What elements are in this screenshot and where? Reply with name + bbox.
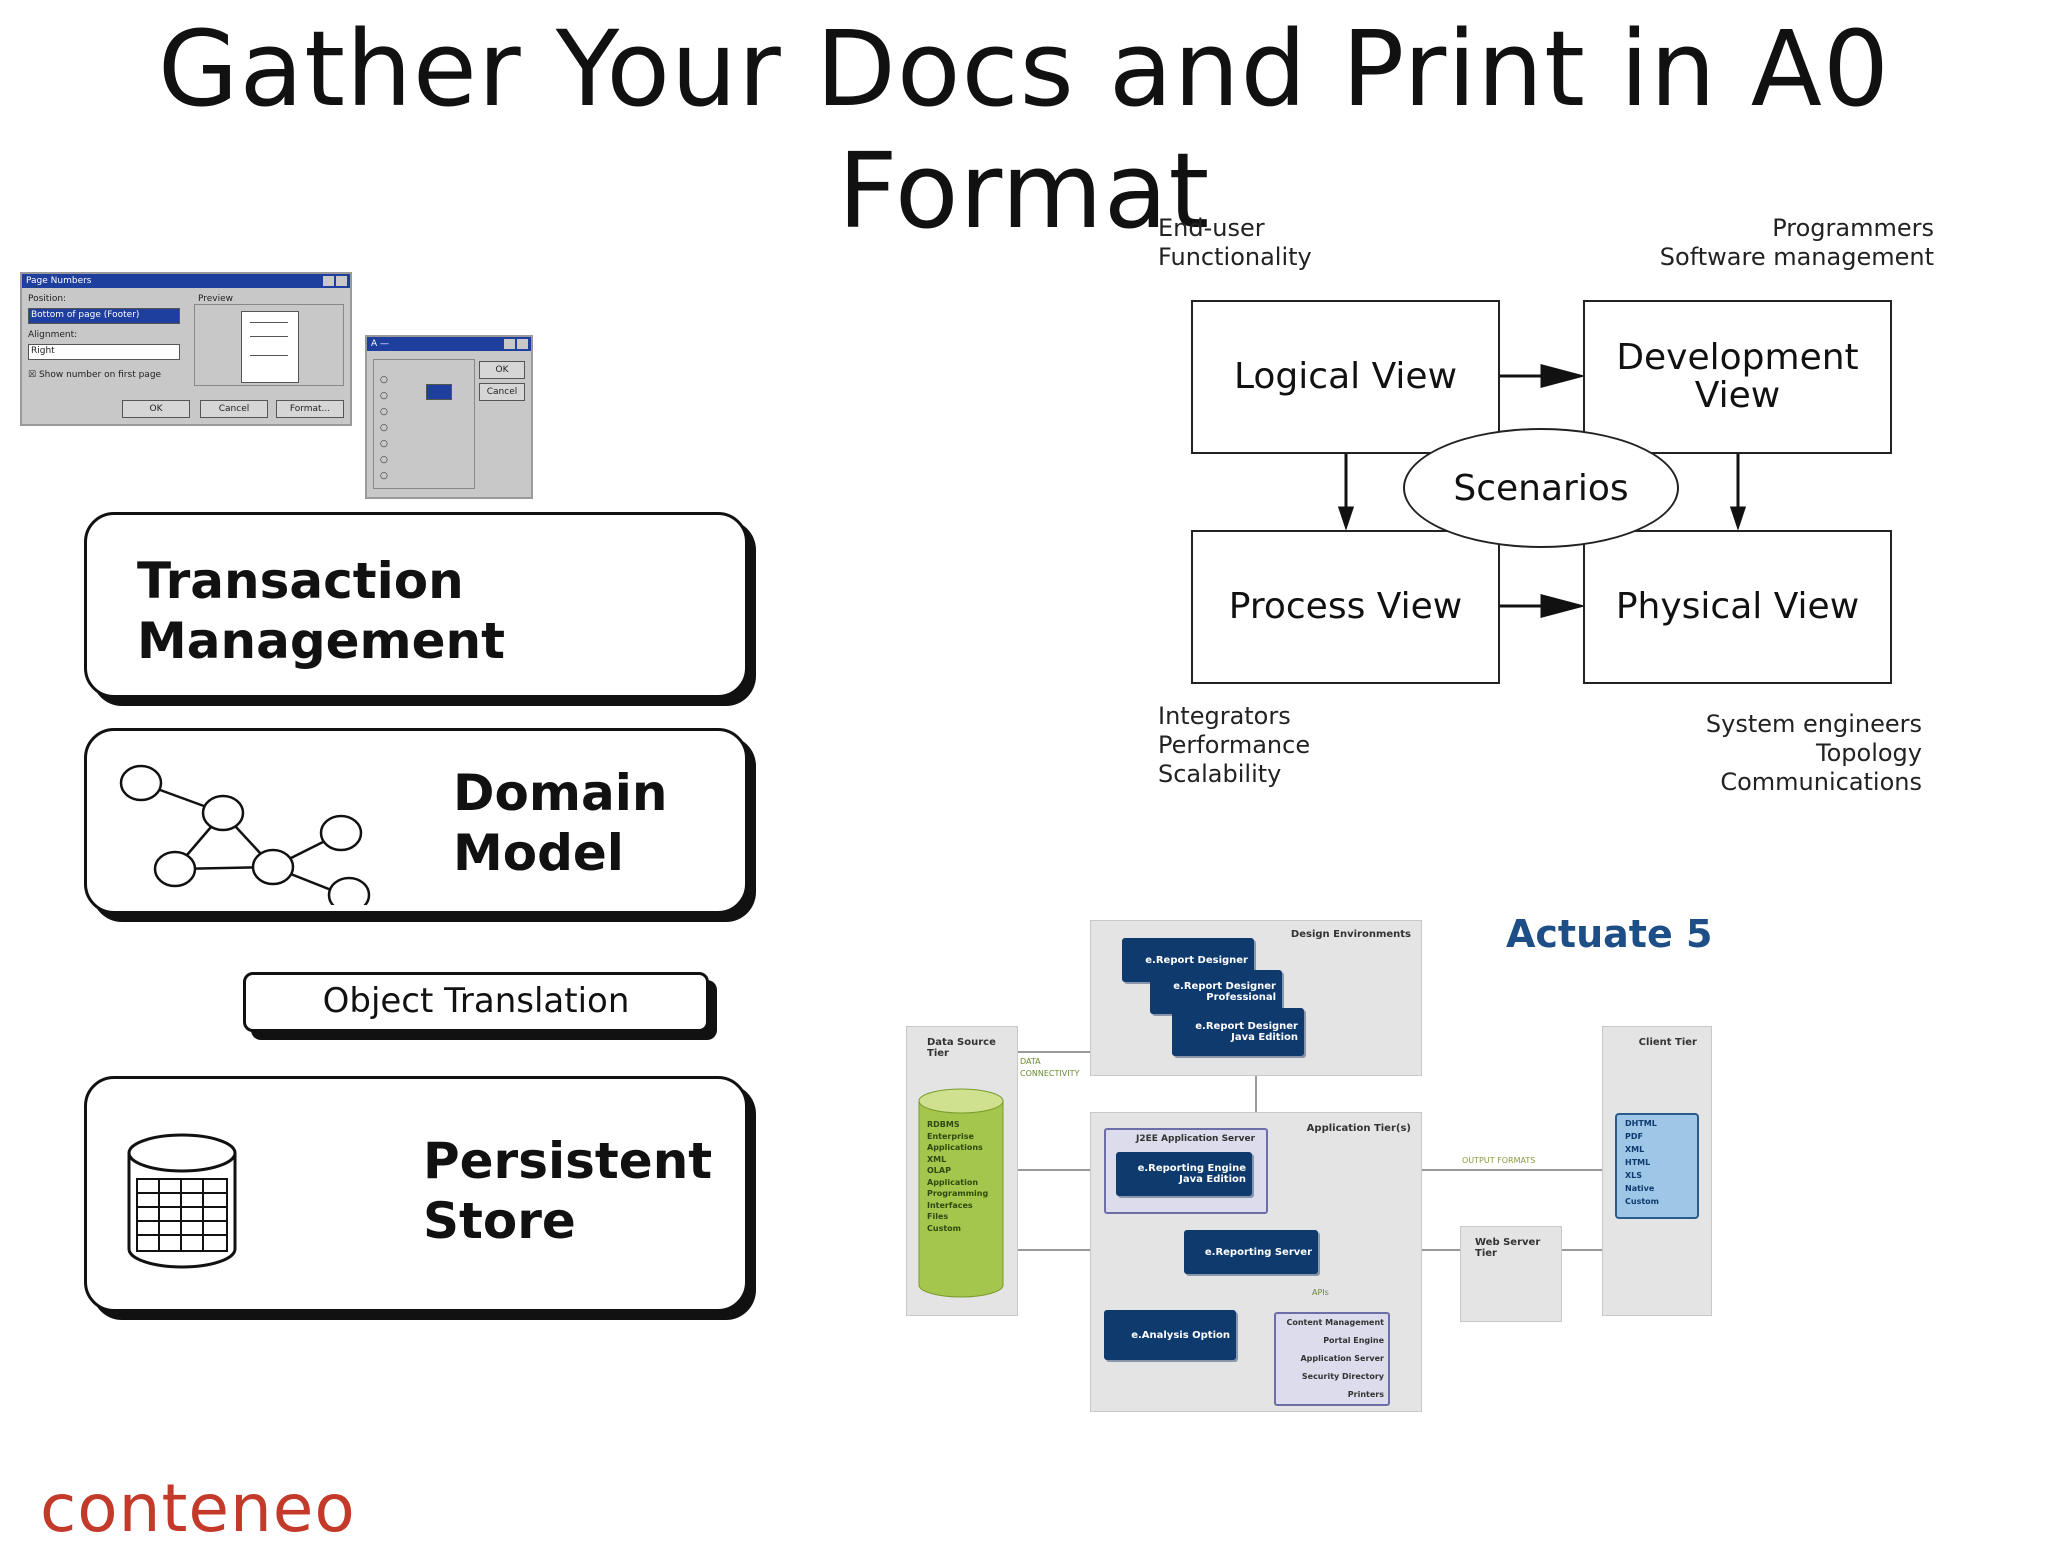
reporting-server-node: e.Reporting Server — [1184, 1230, 1318, 1274]
position-label: Position: — [28, 294, 67, 304]
client-tier-title: Client Tier — [1638, 1037, 1697, 1048]
web-server-tier-title: Web Server Tier — [1475, 1237, 1541, 1259]
transaction-management-label: Transaction Management — [137, 552, 506, 670]
preview-label: Preview — [198, 294, 234, 304]
services-list: Content Management Portal Engine Applica… — [1286, 1318, 1384, 1399]
close-icon[interactable] — [517, 339, 528, 349]
data-source-tier-panel: Data Source Tier RDBMS Enterprise Applic… — [906, 1026, 1018, 1316]
dialog-title-bar: Page Numbers — [22, 274, 350, 288]
transaction-management-box: Transaction Management — [84, 512, 748, 698]
data-source-tier-title: Data Source Tier — [927, 1037, 996, 1059]
development-view-box: Development View — [1583, 300, 1892, 454]
domain-model-label: Domain Model — [453, 764, 668, 882]
persistent-store-box: Persistent Store — [84, 1076, 748, 1312]
data-connectivity-label: DATA CONNECTIVITY — [1020, 1057, 1080, 1078]
page-preview-icon — [241, 311, 299, 383]
small-cancel-button[interactable]: Cancel — [479, 383, 525, 401]
application-tier-title: Application Tier(s) — [1306, 1123, 1411, 1134]
object-translation-box: Object Translation — [243, 972, 709, 1032]
small-dialog-title: A — — [371, 339, 390, 349]
help-icon[interactable] — [323, 276, 334, 286]
data-sources-list: RDBMS Enterprise Applications XML OLAP A… — [927, 1120, 989, 1233]
close-icon[interactable] — [336, 276, 347, 286]
process-view-box: Process View — [1191, 530, 1500, 684]
physical-view-box: Physical View — [1583, 530, 1892, 684]
integrators-note: Integrators Performance Scalability — [1158, 702, 1311, 788]
small-dialog-title-bar: A — — [367, 337, 531, 351]
format-button[interactable]: Format... — [276, 400, 344, 418]
radio-group: ○○○○○○○ — [373, 359, 475, 489]
dialog-title: Page Numbers — [26, 276, 92, 286]
small-ok-button[interactable]: OK — [479, 361, 525, 379]
client-tier-panel: Client Tier DHTML PDF XML HTML XLS Nativ… — [1602, 1026, 1712, 1316]
conteneo-logo: conteneo — [40, 1470, 356, 1547]
help-icon[interactable] — [504, 339, 515, 349]
persistent-store-label: Persistent Store — [423, 1132, 713, 1250]
preview-frame — [194, 304, 344, 386]
domain-model-box: Domain Model — [84, 728, 748, 914]
report-designer-pro-node: e.Report Designer Professional — [1150, 970, 1282, 1014]
client-formats-box: DHTML PDF XML HTML XLS Native Custom — [1615, 1113, 1699, 1219]
data-source-cylinder-icon — [918, 1088, 1004, 1298]
spin-field[interactable] — [426, 384, 452, 400]
design-env-title: Design Environments — [1290, 929, 1411, 940]
j2ee-server-label: J2EE Application Server — [1136, 1134, 1256, 1144]
programmers-note: Programmers Software management — [1659, 214, 1934, 271]
graph-network-icon — [119, 764, 371, 905]
client-formats-list: DHTML PDF XML HTML XLS Native Custom — [1625, 1119, 1659, 1206]
reporting-engine-node: e.Reporting Engine Java Edition — [1116, 1152, 1252, 1196]
show-first-checkbox[interactable]: ☒ Show number on first page — [28, 370, 162, 380]
format-dialog: A — ○○○○○○○ OK Cancel — [365, 335, 533, 499]
system-engineers-note: System engineers Topology Communications — [1705, 710, 1922, 796]
logical-view-box: Logical View — [1191, 300, 1500, 454]
report-designer-java-node: e.Report Designer Java Edition — [1172, 1008, 1304, 1056]
end-user-note: End-user Functionality — [1158, 214, 1312, 271]
radio-options[interactable]: ○○○○○○○ — [380, 375, 388, 481]
alignment-label: Alignment: — [28, 330, 78, 340]
ok-button[interactable]: OK — [122, 400, 190, 418]
position-select[interactable]: Bottom of page (Footer) — [28, 308, 180, 324]
alignment-select[interactable]: Right — [28, 344, 180, 360]
database-table-icon — [127, 1133, 237, 1269]
scenarios-ellipse: Scenarios — [1403, 428, 1679, 548]
apis-label: APIs — [1312, 1288, 1329, 1297]
page-numbers-dialog: Page Numbers Position: Bottom of page (F… — [20, 272, 352, 426]
slide-title: Gather Your Docs and Print in A0 Format — [157, 8, 1891, 252]
analysis-option-node: e.Analysis Option — [1104, 1310, 1236, 1360]
web-server-tier-panel: Web Server Tier — [1460, 1226, 1562, 1322]
cancel-button[interactable]: Cancel — [200, 400, 268, 418]
services-frame: Content Management Portal Engine Applica… — [1274, 1312, 1390, 1406]
actuate-title: Actuate 5 — [1506, 912, 1713, 956]
output-formats-label: OUTPUT FORMATS — [1462, 1156, 1536, 1165]
